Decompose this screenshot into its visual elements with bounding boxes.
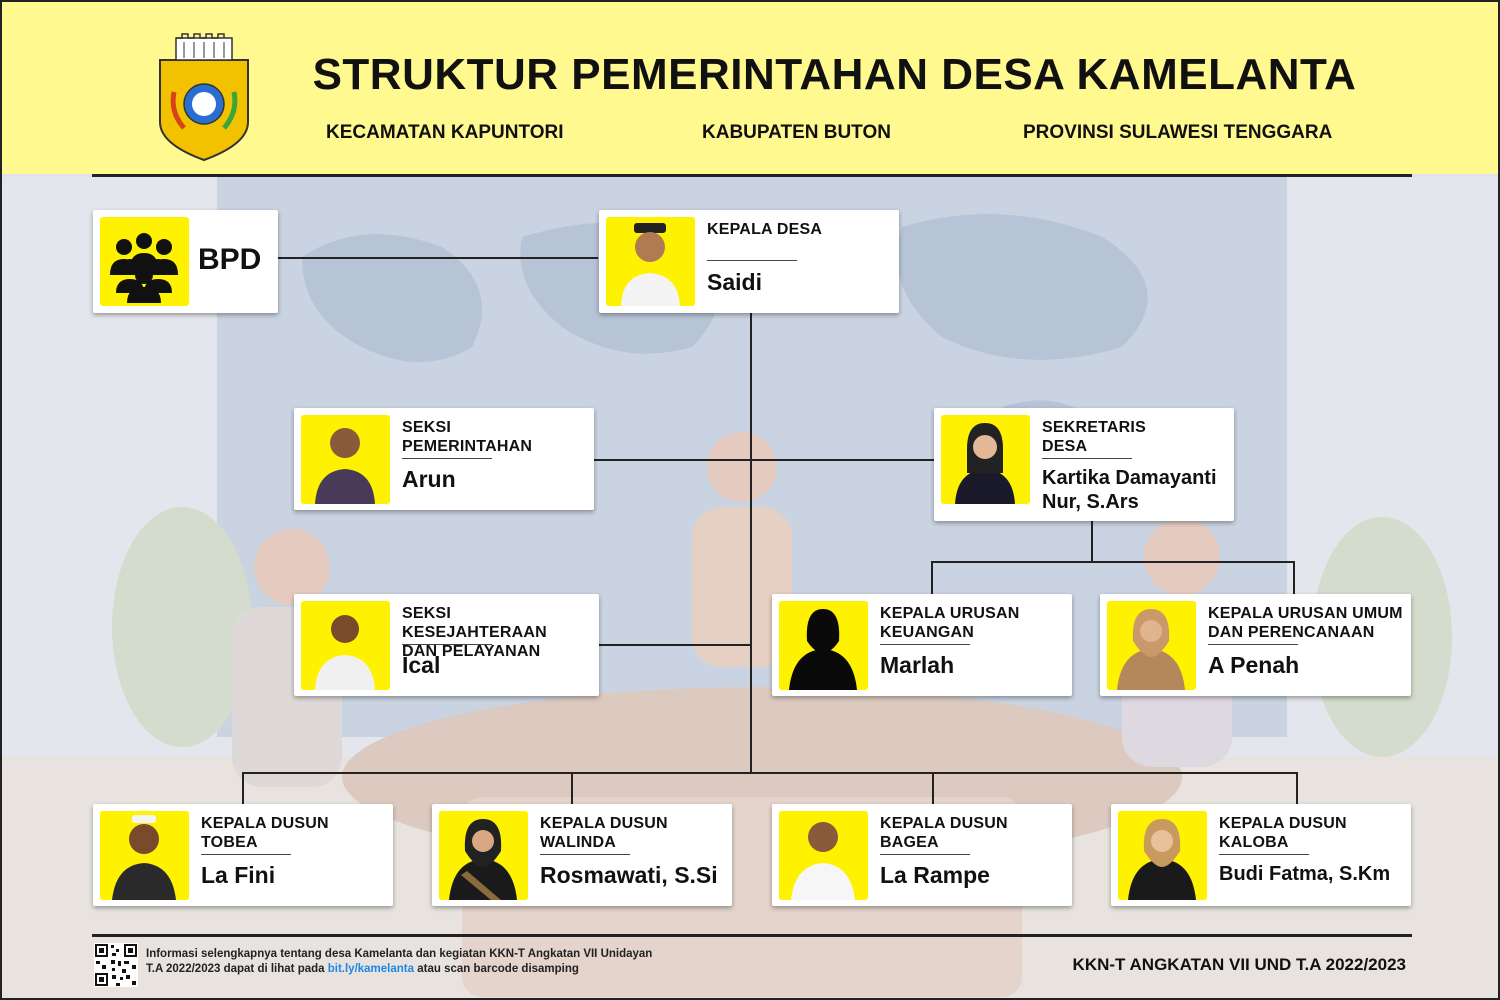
connector-bpd-kades: [278, 257, 598, 259]
kepala-desa-name: Saidi: [707, 269, 762, 295]
header-banner: STRUKTUR PEMERINTAHAN DESA KAMELANTA KEC…: [2, 2, 1498, 174]
provinsi-label: PROVINSI SULAWESI TENGGARA: [1023, 122, 1333, 143]
kepala-desa-card: KEPALA DESA Saidi: [599, 210, 899, 313]
seksi-pemerintahan-divider: [402, 458, 492, 459]
page-title: STRUKTUR PEMERINTAHAN DESA KAMELANTA: [312, 50, 1357, 99]
connector-kaur-keuangan: [931, 561, 933, 595]
dusun-kaloba-divider: [1219, 854, 1309, 855]
kabupaten-buton-emblem-icon: [159, 33, 249, 162]
connector-trunk: [750, 312, 752, 774]
connector-dusun-kaloba: [1296, 772, 1298, 805]
bpd-label: BPD: [198, 243, 262, 276]
kaur-umum-photo: [1107, 601, 1196, 690]
kaur-umum-divider: [1208, 644, 1298, 645]
connector-row2: [594, 459, 934, 461]
header-divider: [92, 174, 1412, 177]
seksi-pemerintahan-photo: [301, 415, 390, 504]
seksi-pemerintahan-name: Arun: [402, 466, 456, 492]
bpd-card: BPD: [93, 210, 278, 313]
dusun-walinda-divider: [540, 854, 630, 855]
dusun-bagea-name: La Rampe: [880, 862, 990, 888]
sekretaris-desa-divider: [1042, 458, 1132, 459]
dusun-walinda-name: Rosmawati, S.Si: [540, 862, 718, 888]
connector-dusun-walinda: [571, 772, 573, 805]
kamelanta-link[interactable]: bit.ly/kamelanta: [327, 963, 415, 975]
dusun-tobea-divider: [201, 854, 291, 855]
connector-kaur-horizontal: [931, 561, 1295, 563]
connector-dusun-tobea: [242, 772, 244, 805]
seksi-kesejahteraan-divider: [402, 644, 492, 645]
kaur-keuangan-divider: [880, 644, 970, 645]
kecamatan-label: KECAMATAN KAPUNTORI: [326, 122, 564, 143]
kabupaten-label: KABUPATEN BUTON: [702, 122, 891, 143]
dusun-kaloba-photo: [1118, 811, 1207, 900]
connector-sekdes-down: [1091, 521, 1093, 562]
qr-code-icon[interactable]: [94, 943, 138, 987]
group-people-icon: [100, 217, 189, 306]
connector-kesejahteraan: [599, 644, 751, 646]
footer-credit: KKN-T ANGKATAN VII UND T.A 2022/2023: [1072, 955, 1406, 974]
kepala-desa-role: KEPALA DESA: [707, 221, 823, 238]
kaur-keuangan-photo: [779, 601, 868, 690]
connector-dusun-horizontal: [242, 772, 1298, 774]
kaur-umum-name: A Penah: [1208, 652, 1300, 678]
kepala-desa-divider: [707, 260, 797, 261]
kaur-keuangan-name: Marlah: [880, 652, 955, 678]
dusun-walinda-photo: [439, 811, 528, 900]
sekretaris-desa-photo: [941, 415, 1030, 504]
dusun-kaloba-name: Budi Fatma, S.Km: [1219, 863, 1391, 885]
dusun-bagea-photo: [779, 811, 868, 900]
connector-kaur-umum: [1293, 561, 1295, 595]
dusun-tobea-name: La Fini: [201, 862, 276, 888]
connector-dusun-bagea: [932, 772, 934, 805]
dusun-tobea-photo: [100, 811, 189, 900]
footer-info-text: Informasi selengkapnya tentang desa Kame…: [146, 948, 653, 975]
seksi-kesejahteraan-name: Ical: [402, 652, 441, 678]
footer-divider: [92, 934, 1412, 937]
seksi-kesejahteraan-photo: [301, 601, 390, 690]
kepala-desa-photo: [606, 217, 695, 306]
dusun-bagea-divider: [880, 854, 970, 855]
